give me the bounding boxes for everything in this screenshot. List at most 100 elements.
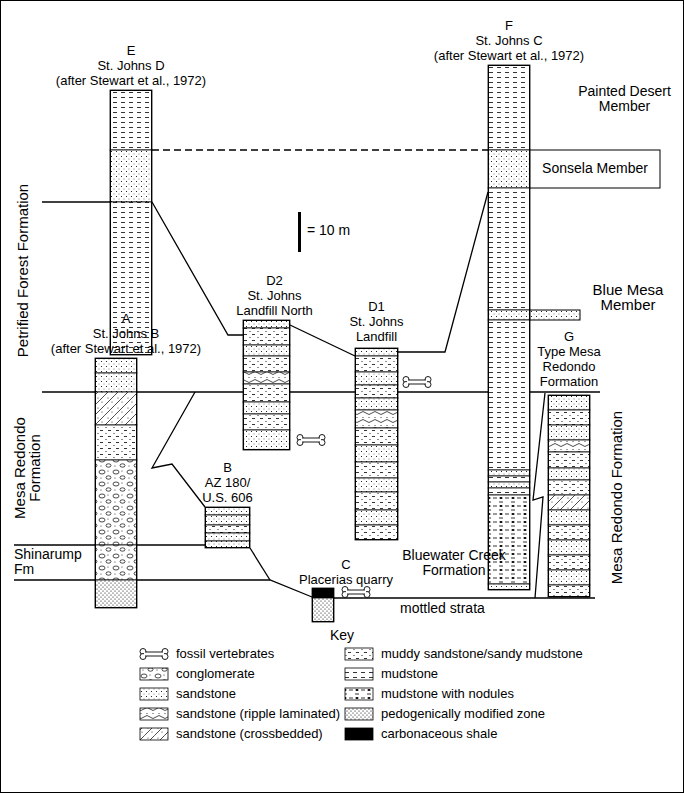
stratum — [243, 328, 290, 345]
scale-bar — [298, 212, 301, 252]
unit-label: Key — [330, 628, 354, 643]
section-label: G — [519, 329, 619, 344]
section-column: D1St. Johns Landfill — [355, 348, 398, 540]
figure-part — [407, 380, 427, 384]
figure-part — [347, 590, 365, 591]
unit-label: Sonsela Member — [532, 161, 658, 176]
stratum — [548, 510, 590, 525]
stratum — [95, 358, 137, 373]
stratum — [110, 90, 152, 150]
legend-swatch — [140, 728, 168, 740]
stratum — [243, 356, 290, 372]
legend-swatch — [345, 688, 373, 700]
section-label: D2 — [229, 273, 321, 288]
section-column: ESt. Johns D(after Stewart et al., 1972) — [110, 90, 152, 355]
figure-part — [302, 442, 320, 443]
figure-part — [408, 380, 426, 381]
stratum — [488, 476, 530, 482]
section-column: BAZ 180/ U.S. 606 — [205, 507, 250, 548]
stratum — [548, 452, 590, 468]
legend-swatch — [345, 648, 373, 660]
unit-label-vertical: Petrified Forest Formation — [15, 150, 30, 390]
strat-column — [110, 90, 152, 355]
stratum — [243, 414, 290, 430]
stratum — [548, 425, 590, 440]
stratum — [95, 580, 137, 608]
section-label: AZ 180/ U.S. 606 — [197, 475, 259, 505]
legend-swatch — [345, 708, 373, 720]
unit-label: Shinarump Fm — [14, 547, 94, 577]
stratum — [355, 410, 398, 428]
stratum — [488, 65, 530, 150]
section-label: (after Stewart et al., 1972) — [422, 48, 597, 63]
stratum — [355, 356, 398, 372]
stratum — [243, 402, 290, 414]
section-label: E — [44, 43, 219, 58]
stratum — [548, 410, 590, 425]
legend-text: sandstone — [176, 686, 236, 701]
stratum — [243, 384, 290, 402]
unit-label: Blue Mesa Member — [582, 282, 674, 312]
contact-line — [137, 580, 312, 597]
contact-line — [14, 544, 95, 545]
stratum — [95, 425, 137, 460]
stratum — [355, 492, 398, 510]
stratum — [110, 150, 152, 202]
legend-swatch — [140, 688, 168, 700]
legend-text: sandstone (crossbedded) — [176, 726, 323, 741]
correlation-line — [152, 202, 243, 335]
stratum — [95, 392, 137, 425]
bone-symbol — [342, 587, 370, 598]
unit-label: mottled strata — [400, 601, 485, 616]
contact-line — [152, 392, 205, 507]
stratum — [355, 372, 398, 385]
stratum — [488, 488, 530, 495]
stratum — [488, 470, 530, 476]
stratum — [355, 445, 398, 462]
figure-part — [145, 652, 163, 653]
section-label: C — [296, 557, 396, 572]
stratum — [488, 495, 530, 584]
stratum — [548, 525, 590, 540]
section-label: St. Johns Landfill — [340, 314, 414, 344]
section-label: St. Johns B — [39, 326, 214, 341]
stratum — [312, 588, 334, 598]
section-heading: BAZ 180/ U.S. 606 — [197, 460, 259, 505]
legend-text: carbonaceous shale — [381, 726, 497, 741]
figure-part — [145, 656, 163, 657]
legend-text: mudstone — [381, 666, 438, 681]
strat-column — [312, 588, 334, 622]
section-column: GType Mesa Redondo Formation — [548, 395, 590, 597]
contact-line — [137, 544, 205, 545]
figure-part — [346, 590, 366, 594]
correlation-line — [290, 325, 355, 356]
bone-symbol — [403, 377, 431, 388]
unit-label: Bluewater Creek Formation — [398, 548, 510, 578]
figure-part — [301, 438, 321, 442]
unit-label-vertical: Mesa Redondo Formation — [609, 400, 624, 595]
correlation-line — [398, 192, 488, 352]
section-label: St. Johns Landfill North — [229, 288, 321, 318]
figure-part — [302, 438, 320, 439]
legend-text: mudstone with nodules — [381, 686, 514, 701]
stratum — [488, 310, 530, 320]
contact-line — [152, 149, 488, 150]
strat-column — [488, 65, 530, 590]
stratum — [548, 495, 590, 510]
stratum — [488, 482, 530, 488]
stratum — [205, 533, 250, 541]
strat-column — [355, 348, 398, 540]
section-heading: CPlacerias quarry — [296, 557, 396, 587]
section-column: FSt. Johns C(after Stewart et al., 1972) — [488, 65, 530, 590]
section-label: (after Stewart et al., 1972) — [44, 73, 219, 88]
contact-line — [42, 391, 95, 392]
stratum — [95, 545, 137, 580]
stratum — [488, 320, 530, 470]
unit-label-vertical: Mesa Redondo Formation — [12, 398, 42, 538]
stratum — [548, 570, 590, 585]
section-heading: D2St. Johns Landfill North — [229, 273, 321, 318]
